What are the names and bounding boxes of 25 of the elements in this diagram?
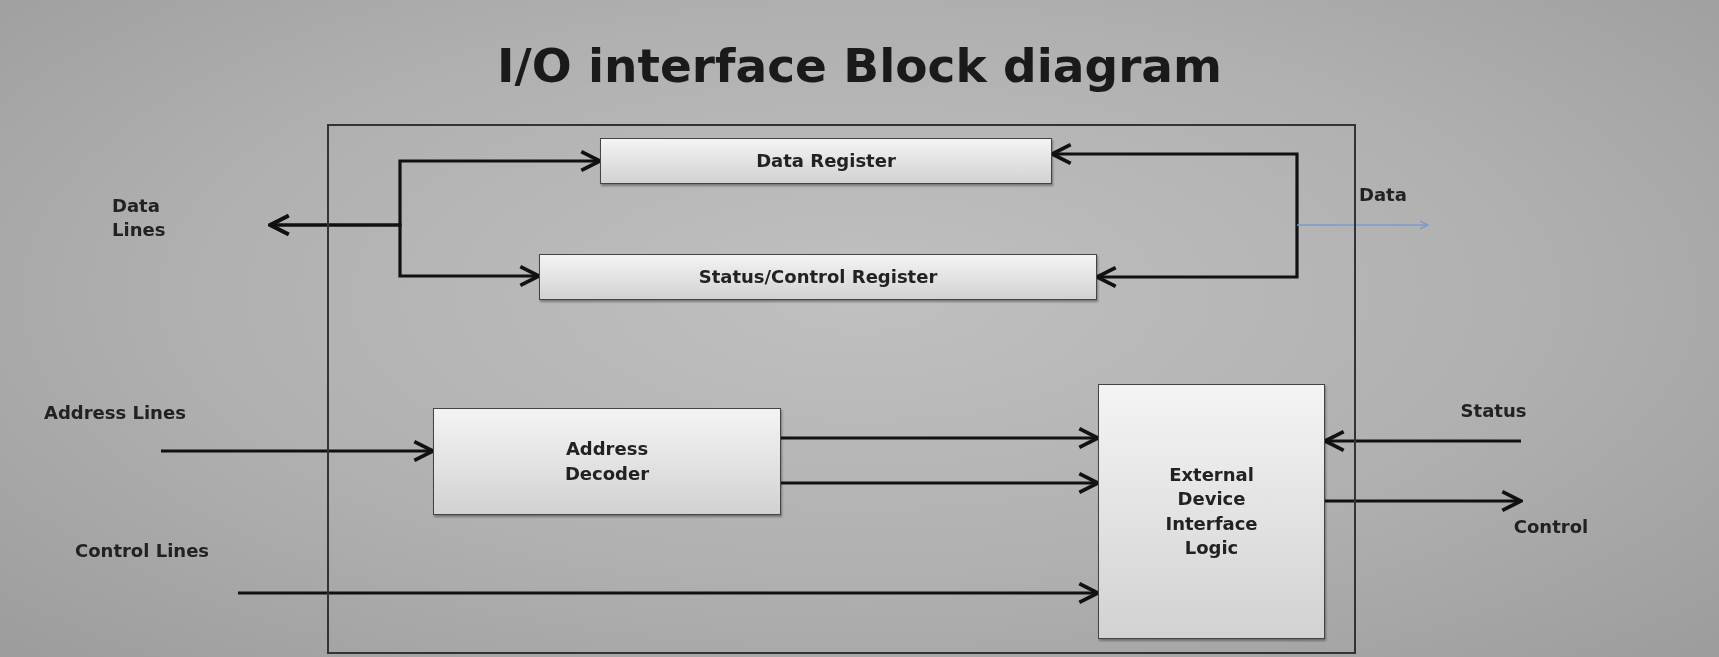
diagram-title: I/O interface Block diagram [496, 38, 1223, 93]
bus-label: Data Lines [112, 193, 167, 242]
register-box [539, 254, 1097, 300]
arrow [1323, 429, 1521, 453]
block-label: Status/Control Register [698, 264, 938, 289]
signal-label: Address Lines [44, 401, 186, 425]
signal-label: Control [1513, 514, 1589, 539]
register-box [600, 138, 1052, 184]
block-label: External Device Interface Logic [1164, 462, 1259, 560]
arrow [238, 581, 1100, 605]
arrow [1050, 142, 1299, 225]
arrow [781, 471, 1100, 495]
signal-label: Control Lines [75, 539, 210, 563]
block-label: Address Decoder [563, 437, 651, 486]
arrow [781, 426, 1100, 450]
decoder-box [433, 408, 781, 515]
interface-frame [327, 124, 1356, 654]
arrow [1095, 225, 1299, 289]
arrow [268, 213, 541, 288]
logic-box [1098, 384, 1325, 639]
block-label: Data Register [756, 148, 896, 173]
arrow [1325, 489, 1523, 513]
signal-label: Data [1359, 184, 1407, 205]
signal-label: Status [1460, 399, 1527, 423]
arrow [161, 439, 435, 463]
